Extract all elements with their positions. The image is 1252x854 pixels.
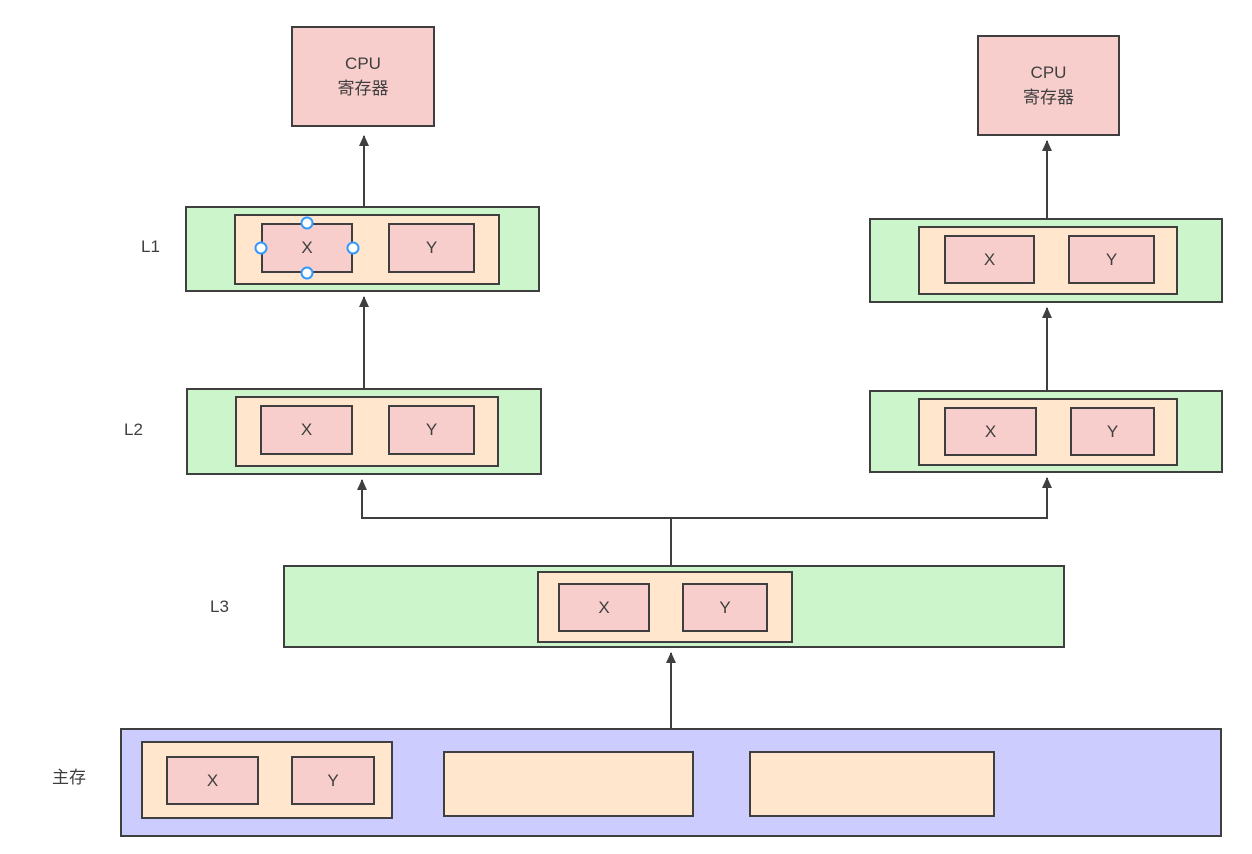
l1-label[interactable]: L1 [141,237,160,256]
cpu-label-line1: CPU [1030,62,1067,82]
l3-block-y[interactable]: Y [682,583,768,632]
arrow-l3-to-l2-left[interactable] [357,479,671,519]
l2-left-block-y[interactable]: Y [388,405,475,455]
main-memory-label[interactable]: 主存 [52,768,86,787]
selection-handle-top[interactable] [300,216,314,230]
block-y-label: Y [719,597,731,617]
cpu-register-node-left[interactable]: CPU 寄存器 [291,26,435,127]
l1-left-block-x[interactable]: X [261,223,353,273]
block-y-label: Y [1105,249,1118,269]
l2-left-block-x[interactable]: X [260,405,353,455]
block-y-label: Y [425,238,438,257]
l1-left-block-y[interactable]: Y [388,223,475,273]
selection-handle-left[interactable] [254,241,268,255]
block-x-label: X [301,238,313,257]
cpu-label-line2: 寄存器 [1023,87,1074,107]
selection-handle-bottom[interactable] [300,266,314,280]
block-y-label: Y [1106,421,1119,441]
selection-handle-right[interactable] [346,241,360,255]
l2-right-block-y[interactable]: Y [1070,407,1155,456]
cpu-label-line1: CPU [345,53,381,73]
memory-block-1-x[interactable]: X [166,756,259,805]
arrow-l3-to-l2-right[interactable] [671,477,1052,519]
block-x-label: X [300,420,313,439]
block-x-label: X [206,770,219,790]
l3-label[interactable]: L3 [210,597,229,616]
l1-right-block-y[interactable]: Y [1068,235,1155,284]
block-y-label: Y [425,420,438,439]
l2-right-block-x[interactable]: X [944,407,1037,456]
memory-block-2[interactable] [443,751,694,817]
memory-block-1-y[interactable]: Y [291,756,375,805]
l1-right-block-x[interactable]: X [944,235,1035,284]
l3-block-x[interactable]: X [558,583,650,632]
cpu-label-line2: 寄存器 [337,78,389,98]
l2-label[interactable]: L2 [124,420,143,439]
block-x-label: X [983,249,996,269]
block-x-label: X [598,597,610,617]
cpu-register-node-right[interactable]: CPU 寄存器 [977,35,1120,136]
block-x-label: X [984,421,997,441]
block-y-label: Y [327,770,339,790]
memory-block-3[interactable] [749,751,995,817]
